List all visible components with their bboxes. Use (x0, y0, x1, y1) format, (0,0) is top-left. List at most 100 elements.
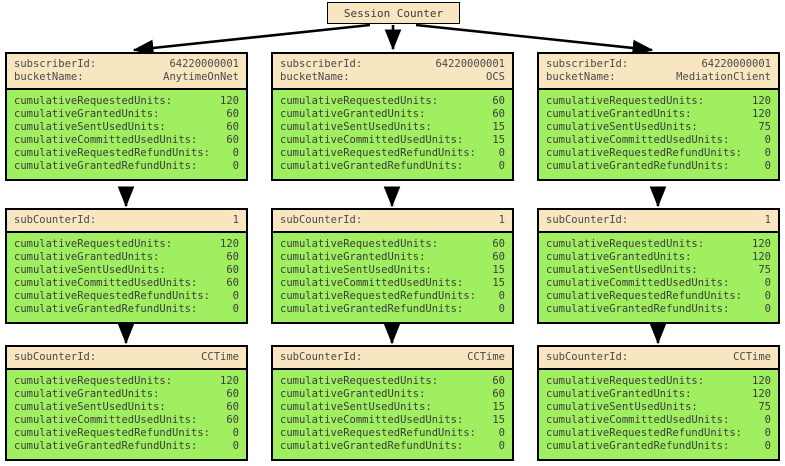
field-key: cumulativeCommittedUsedUnits: (280, 277, 464, 289)
field-value: 0 (232, 160, 239, 172)
field-value: 0 (764, 303, 771, 315)
field-key: subCounterId: (546, 351, 629, 363)
field-value: 60 (226, 251, 239, 263)
field-value: 0 (232, 440, 239, 452)
field-cumulativecommittedusedunits: cumulativeCommittedUsedUnits: 0 (546, 134, 771, 147)
node-col2-subcounter-cctime[interactable]: subCounterId: CCTime cumulativeRequested… (537, 345, 780, 461)
field-value: 0 (498, 160, 505, 172)
node-header: subCounterId: 1 (7, 210, 246, 233)
field-key: bucketName: (280, 71, 350, 83)
node-col1-subcounter-cctime[interactable]: subCounterId: CCTime cumulativeRequested… (271, 345, 514, 461)
field-cumulativesentusedunits: cumulativeSentUsedUnits: 15 (280, 401, 505, 414)
field-key: cumulativeCommittedUsedUnits: (14, 277, 198, 289)
field-value: 15 (492, 277, 505, 289)
field-subscriberid: subscriberId: 64220000001 (280, 58, 505, 71)
field-key: cumulativeSentUsedUnits: (280, 401, 432, 413)
field-key: cumulativeSentUsedUnits: (546, 264, 698, 276)
field-value: 75 (758, 264, 771, 276)
field-key: cumulativeRequestedUnits: (14, 238, 173, 250)
field-key: cumulativeGrantedRefundUnits: (546, 303, 730, 315)
field-cumulativerequestedrefundunits: cumulativeRequestedRefundUnits: 0 (546, 427, 771, 440)
field-key: subCounterId: (14, 214, 97, 226)
field-key: cumulativeRequestedRefundUnits: (280, 427, 476, 439)
field-key: cumulativeGrantedUnits: (280, 108, 426, 120)
field-cumulativegrantedrefundunits: cumulativeGrantedRefundUnits: 0 (546, 160, 771, 173)
field-subscriberid: subscriberId: 64220000001 (14, 58, 239, 71)
field-cumulativerequestedrefundunits: cumulativeRequestedRefundUnits: 0 (280, 147, 505, 160)
field-cumulativecommittedusedunits: cumulativeCommittedUsedUnits: 0 (546, 414, 771, 427)
session-counter-root-label: Session Counter (343, 6, 444, 20)
field-key: cumulativeRequestedUnits: (280, 95, 439, 107)
field-value: 15 (492, 134, 505, 146)
field-value: 0 (232, 427, 239, 439)
field-cumulativesentusedunits: cumulativeSentUsedUnits: 15 (280, 264, 505, 277)
field-key: bucketName: (14, 71, 84, 83)
field-key: cumulativeRequestedRefundUnits: (280, 290, 476, 302)
node-body: cumulativeRequestedUnits: 120 cumulative… (539, 370, 778, 459)
session-counter-root-box[interactable]: Session Counter (327, 2, 460, 24)
field-value: 60 (226, 401, 239, 413)
node-col1-bucket[interactable]: subscriberId: 64220000001 bucketName: OC… (271, 52, 514, 181)
node-header: subscriberId: 64220000001 bucketName: An… (7, 54, 246, 90)
node-col1-subcounter-1[interactable]: subCounterId: 1 cumulativeRequestedUnits… (271, 208, 514, 324)
field-value: 60 (226, 264, 239, 276)
field-cumulativerequestedrefundunits: cumulativeRequestedRefundUnits: 0 (14, 147, 239, 160)
node-body: cumulativeRequestedUnits: 60 cumulativeG… (273, 370, 512, 459)
field-value: 60 (226, 108, 239, 120)
field-key: cumulativeSentUsedUnits: (280, 264, 432, 276)
field-key: cumulativeGrantedUnits: (14, 108, 160, 120)
field-key: cumulativeRequestedRefundUnits: (14, 427, 210, 439)
field-key: cumulativeCommittedUsedUnits: (546, 277, 730, 289)
field-value: 0 (764, 147, 771, 159)
field-key: subCounterId: (280, 214, 363, 226)
field-cumulativerequestedunits: cumulativeRequestedUnits: 120 (14, 238, 239, 251)
field-value: CCTime (467, 351, 505, 363)
field-cumulativerequestedrefundunits: cumulativeRequestedRefundUnits: 0 (546, 290, 771, 303)
field-key: cumulativeGrantedRefundUnits: (280, 160, 464, 172)
field-key: subscriberId: (546, 58, 629, 70)
field-cumulativesentusedunits: cumulativeSentUsedUnits: 75 (546, 121, 771, 134)
field-value: 60 (492, 108, 505, 120)
field-value: 120 (752, 238, 771, 250)
field-value: 60 (492, 251, 505, 263)
field-cumulativerequestedrefundunits: cumulativeRequestedRefundUnits: 0 (280, 290, 505, 303)
field-cumulativegrantedunits: cumulativeGrantedUnits: 60 (280, 388, 505, 401)
node-col0-subcounter-1[interactable]: subCounterId: 1 cumulativeRequestedUnits… (5, 208, 248, 324)
field-cumulativegrantedrefundunits: cumulativeGrantedRefundUnits: 0 (546, 440, 771, 453)
field-key: cumulativeGrantedRefundUnits: (280, 303, 464, 315)
field-key: cumulativeRequestedUnits: (280, 375, 439, 387)
node-col0-subcounter-cctime[interactable]: subCounterId: CCTime cumulativeRequested… (5, 345, 248, 461)
node-body: cumulativeRequestedUnits: 120 cumulative… (539, 90, 778, 179)
field-value: 64220000001 (435, 58, 505, 70)
field-cumulativegrantedrefundunits: cumulativeGrantedRefundUnits: 0 (280, 160, 505, 173)
field-cumulativecommittedusedunits: cumulativeCommittedUsedUnits: 60 (14, 134, 239, 147)
node-header: subscriberId: 64220000001 bucketName: OC… (273, 54, 512, 90)
field-key: cumulativeGrantedRefundUnits: (546, 160, 730, 172)
field-value: 1 (498, 214, 505, 226)
node-col0-bucket[interactable]: subscriberId: 64220000001 bucketName: An… (5, 52, 248, 181)
field-cumulativerequestedrefundunits: cumulativeRequestedRefundUnits: 0 (14, 427, 239, 440)
field-value: MediationClient (676, 71, 771, 83)
field-bucketname: bucketName: OCS (280, 71, 505, 84)
field-cumulativecommittedusedunits: cumulativeCommittedUsedUnits: 0 (546, 277, 771, 290)
field-value: 120 (752, 108, 771, 120)
field-key: cumulativeRequestedRefundUnits: (14, 147, 210, 159)
node-col2-bucket[interactable]: subscriberId: 64220000001 bucketName: Me… (537, 52, 780, 181)
field-value: 64220000001 (701, 58, 771, 70)
field-key: bucketName: (546, 71, 616, 83)
field-value: 60 (226, 134, 239, 146)
node-body: cumulativeRequestedUnits: 120 cumulative… (7, 370, 246, 459)
field-value: 1 (232, 214, 239, 226)
field-key: cumulativeRequestedRefundUnits: (546, 427, 742, 439)
field-value: 0 (232, 303, 239, 315)
field-subcounterid: subCounterId: CCTime (546, 351, 771, 364)
field-value: AnytimeOnNet (163, 71, 239, 83)
field-value: CCTime (201, 351, 239, 363)
field-cumulativegrantedunits: cumulativeGrantedUnits: 60 (14, 388, 239, 401)
field-value: 60 (492, 388, 505, 400)
field-key: cumulativeRequestedRefundUnits: (280, 147, 476, 159)
field-key: cumulativeRequestedUnits: (280, 238, 439, 250)
field-key: cumulativeCommittedUsedUnits: (546, 134, 730, 146)
node-col2-subcounter-1[interactable]: subCounterId: 1 cumulativeRequestedUnits… (537, 208, 780, 324)
